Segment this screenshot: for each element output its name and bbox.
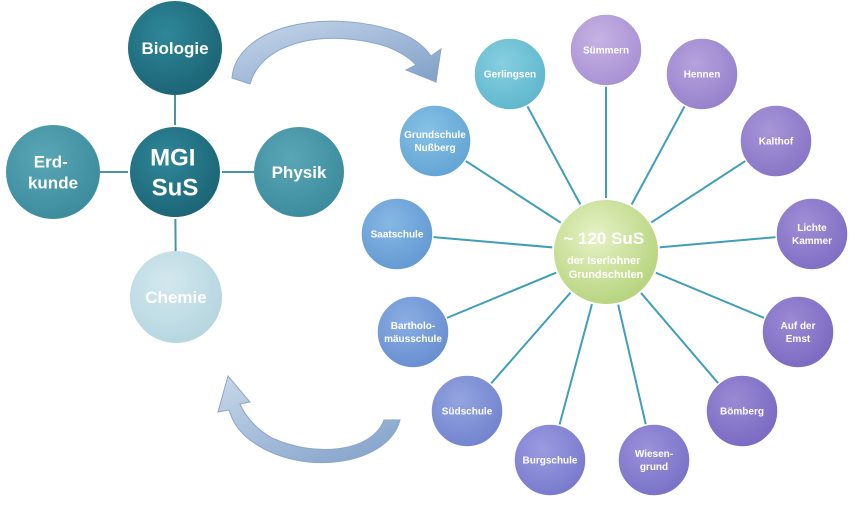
school-label-wiesengrund: Wiesen-grund [635, 449, 673, 473]
school-label-line: Bartholo- [391, 321, 435, 332]
center-node-mgi-sus: MGI SuS [128, 125, 222, 219]
school-label-burgschule: Burgschule [522, 456, 577, 467]
school-label-gerlingsen: Gerlingsen [484, 70, 536, 81]
school-label-kalthof: Kalthof [759, 137, 794, 148]
svg-text:Physik: Physik [272, 163, 327, 182]
school-label-line: Grundschule [404, 130, 466, 141]
subject-node-chemie: Chemie [130, 251, 222, 343]
school-node-burgschule: Burgschule [513, 423, 587, 497]
school-label-bartholomaeusschule: Bartholo-mäusschule [384, 321, 442, 345]
school-label-line: Hennen [684, 70, 721, 81]
school-node-hennen: Hennen [665, 37, 739, 111]
subject-node-biologie: Biologie [128, 1, 222, 95]
center-line-1: MGI [150, 144, 195, 171]
hub-title: ~ 120 SuS [563, 229, 644, 248]
subject-label-erdkunde-2: kunde [28, 173, 78, 192]
hub-line-2: Grundschulen [569, 269, 644, 281]
school-label-saatschule: Saatschule [371, 230, 424, 241]
subject-label-biologie: Biologie [141, 39, 208, 58]
subject-label-physik: Physik [272, 163, 327, 182]
school-node-kalthof: Kalthof [739, 104, 813, 178]
svg-text:Erd- kunde: Erd- kunde [28, 152, 78, 192]
school-node-suedschule: Südschule [430, 374, 504, 448]
school-label-suedschule: Südschule [442, 407, 493, 418]
school-node-suemmern: Sümmern [569, 13, 643, 87]
school-label-line: Wiesen- [635, 449, 673, 460]
hub-line-1: der Iserlohner [567, 255, 641, 267]
school-label-line: Sümmern [583, 46, 629, 57]
school-label-line: Emst [786, 334, 811, 345]
arrow-top [231, 20, 442, 85]
school-label-hennen: Hennen [684, 70, 721, 81]
subject-cluster: MGI SuS Biologie Physik Chemie Erd- [6, 1, 344, 343]
hub-node-120-sus: ~ 120 SuS der Iserlohner Grundschulen [552, 198, 660, 306]
school-label-line: Kalthof [759, 137, 794, 148]
school-label-line: grund [640, 462, 668, 473]
school-node-gerlingsen: Gerlingsen [473, 37, 547, 111]
school-label-line: Burgschule [522, 456, 577, 467]
school-label-line: Nußberg [414, 143, 455, 154]
school-label-suemmern: Sümmern [583, 46, 629, 57]
subject-label-chemie: Chemie [145, 288, 206, 307]
svg-text:Chemie: Chemie [145, 288, 206, 307]
school-node-boemberg: Bömberg [705, 374, 779, 448]
school-label-line: Saatschule [371, 230, 424, 241]
school-node-wiesengrund: Wiesen-grund [617, 423, 691, 497]
subject-node-erdkunde: Erd- kunde [6, 125, 100, 219]
school-node-saatschule: Saatschule [360, 197, 434, 271]
subject-node-physik: Physik [254, 127, 344, 217]
svg-text:Biologie: Biologie [141, 39, 208, 58]
svg-text:MGI SuS: MGI SuS [150, 144, 200, 201]
school-node-bartholomaeusschule: Bartholo-mäusschule [376, 295, 450, 369]
subject-label-erdkunde-1: Erd- [34, 152, 68, 171]
school-label-line: Gerlingsen [484, 70, 536, 81]
school-label-line: mäusschule [384, 334, 442, 345]
school-label-line: Lichte [797, 223, 827, 234]
school-label-line: Südschule [442, 407, 493, 418]
school-label-line: Bömberg [720, 407, 764, 418]
svg-text:~ 120 SuS der Iserlohner: ~ 120 SuS der Iserlohner Grundschulen [563, 229, 648, 281]
center-line-2: SuS [152, 174, 199, 201]
school-label-line: Kammer [792, 236, 832, 247]
school-label-boemberg: Bömberg [720, 407, 764, 418]
arrow-bottom [217, 374, 401, 464]
school-label-line: Auf der [781, 321, 816, 332]
